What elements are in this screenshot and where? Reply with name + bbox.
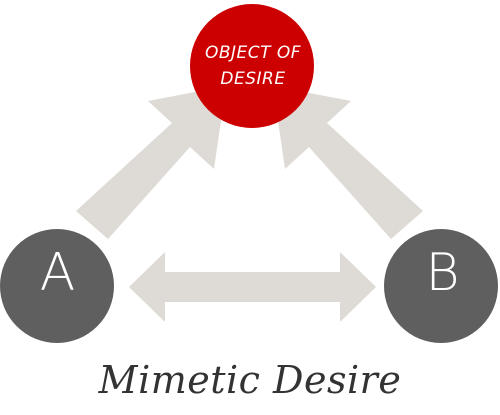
- arrow-a-to-object: [76, 86, 226, 239]
- arrow-b-to-object: [273, 86, 423, 239]
- diagram-title: Mimetic Desire: [98, 358, 402, 402]
- arrow-a-b-double: [129, 252, 376, 322]
- node-b-circle: [384, 229, 498, 343]
- object-of-desire-circle: [190, 4, 314, 128]
- node-a-circle: [0, 229, 114, 343]
